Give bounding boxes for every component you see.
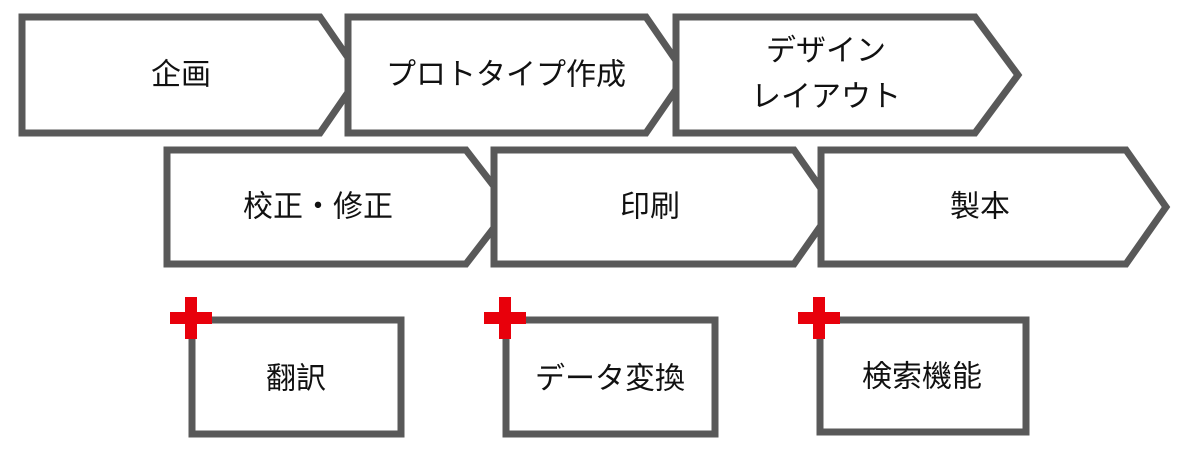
option-data-conversion: データ変換 <box>484 297 719 438</box>
step-design-layout-chevron <box>672 13 1023 137</box>
option-data-conversion-label: データ変換 <box>535 362 685 397</box>
plus-icon <box>170 297 212 339</box>
step-design-layout-label-line2: レイアウト <box>751 80 901 115</box>
plus-icon <box>798 297 840 339</box>
option-search-function: 検索機能 <box>798 297 1030 436</box>
option-data-conversion-box <box>502 316 719 438</box>
step-prototype: プロトタイプ作成 <box>344 13 691 137</box>
step-binding: 製本 <box>817 146 1171 268</box>
option-search-function-label: 検索機能 <box>862 360 982 395</box>
step-proofreading: 校正・修正 <box>163 146 515 268</box>
step-prototype-label: プロトタイプ作成 <box>386 58 626 93</box>
step-planning-label: 企画 <box>151 58 211 93</box>
step-printing-label: 印刷 <box>620 190 680 225</box>
option-translation-label: 翻訳 <box>266 362 326 397</box>
step-planning-chevron <box>18 13 365 137</box>
step-binding-chevron <box>817 146 1171 268</box>
step-proofreading-chevron <box>163 146 515 268</box>
plus-icon <box>484 297 526 339</box>
step-printing-chevron <box>490 146 839 268</box>
step-printing: 印刷 <box>490 146 839 268</box>
option-search-function-box <box>816 316 1030 436</box>
option-translation: 翻訳 <box>170 297 405 438</box>
step-binding-label: 製本 <box>950 190 1010 225</box>
option-translation-box <box>188 316 405 438</box>
step-proofreading-label: 校正・修正 <box>243 190 393 225</box>
step-design-layout: デザイン レイアウト <box>672 13 1023 137</box>
step-planning: 企画 <box>18 13 365 137</box>
step-prototype-chevron <box>344 13 691 137</box>
step-design-layout-label-line1: デザイン <box>766 34 886 69</box>
